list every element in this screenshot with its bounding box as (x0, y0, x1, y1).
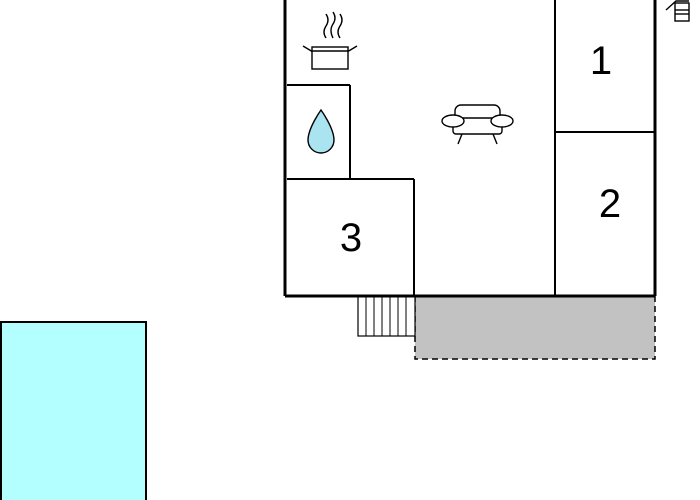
room-label-2: 2 (599, 182, 621, 226)
sofa-icon (441, 104, 514, 145)
bbq-grill-icon (665, 0, 690, 22)
terrace (414, 295, 656, 360)
entrance-steps (357, 295, 416, 337)
water-drop-icon (307, 108, 335, 154)
outer-walls (283, 0, 657, 298)
room-label-3: 3 (340, 216, 362, 260)
cooking-pot-icon (302, 11, 358, 70)
swimming-pool (0, 321, 147, 500)
interior-walls (287, 0, 655, 296)
room-label-1: 1 (590, 39, 612, 83)
